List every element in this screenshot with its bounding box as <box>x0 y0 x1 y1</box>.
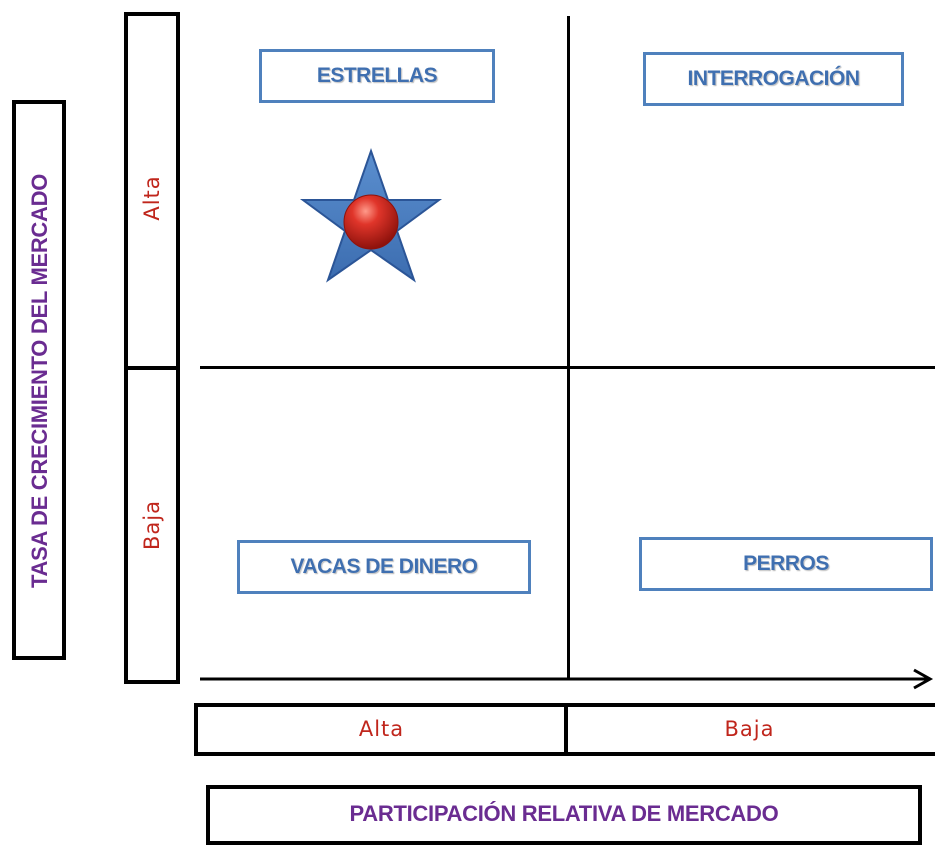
y-axis-high-label: Alta <box>140 175 164 221</box>
y-axis-high-box <box>124 12 180 370</box>
star-icon <box>299 147 443 283</box>
x-axis-title: PARTICIPACIÓN RELATIVA DE MERCADO <box>349 801 779 826</box>
horizontal-divider <box>200 366 935 369</box>
x-axis-low-label: Baja <box>724 717 775 741</box>
quadrant-label-estrellas: ESTRELLAS <box>259 49 495 103</box>
x-axis-low-box <box>564 703 935 756</box>
y-axis-low-label: Baja <box>140 500 164 550</box>
quadrant-label-perros: PERROS <box>639 537 933 591</box>
red-ball-icon <box>343 194 399 250</box>
x-axis-high-box <box>194 703 569 756</box>
quadrant-label-interrogacion: INTERROGACIÓN <box>643 52 904 106</box>
quadrant-label-vacas-de-dinero: VACAS DE DINERO <box>237 540 531 594</box>
y-axis-title-box <box>12 100 66 660</box>
y-axis-low-box <box>124 366 180 684</box>
y-axis-title: TASA DE CRECIMIENTO DEL MERCADO <box>27 173 52 589</box>
x-axis-high-label: Alta <box>358 717 405 741</box>
vertical-divider <box>567 16 570 680</box>
